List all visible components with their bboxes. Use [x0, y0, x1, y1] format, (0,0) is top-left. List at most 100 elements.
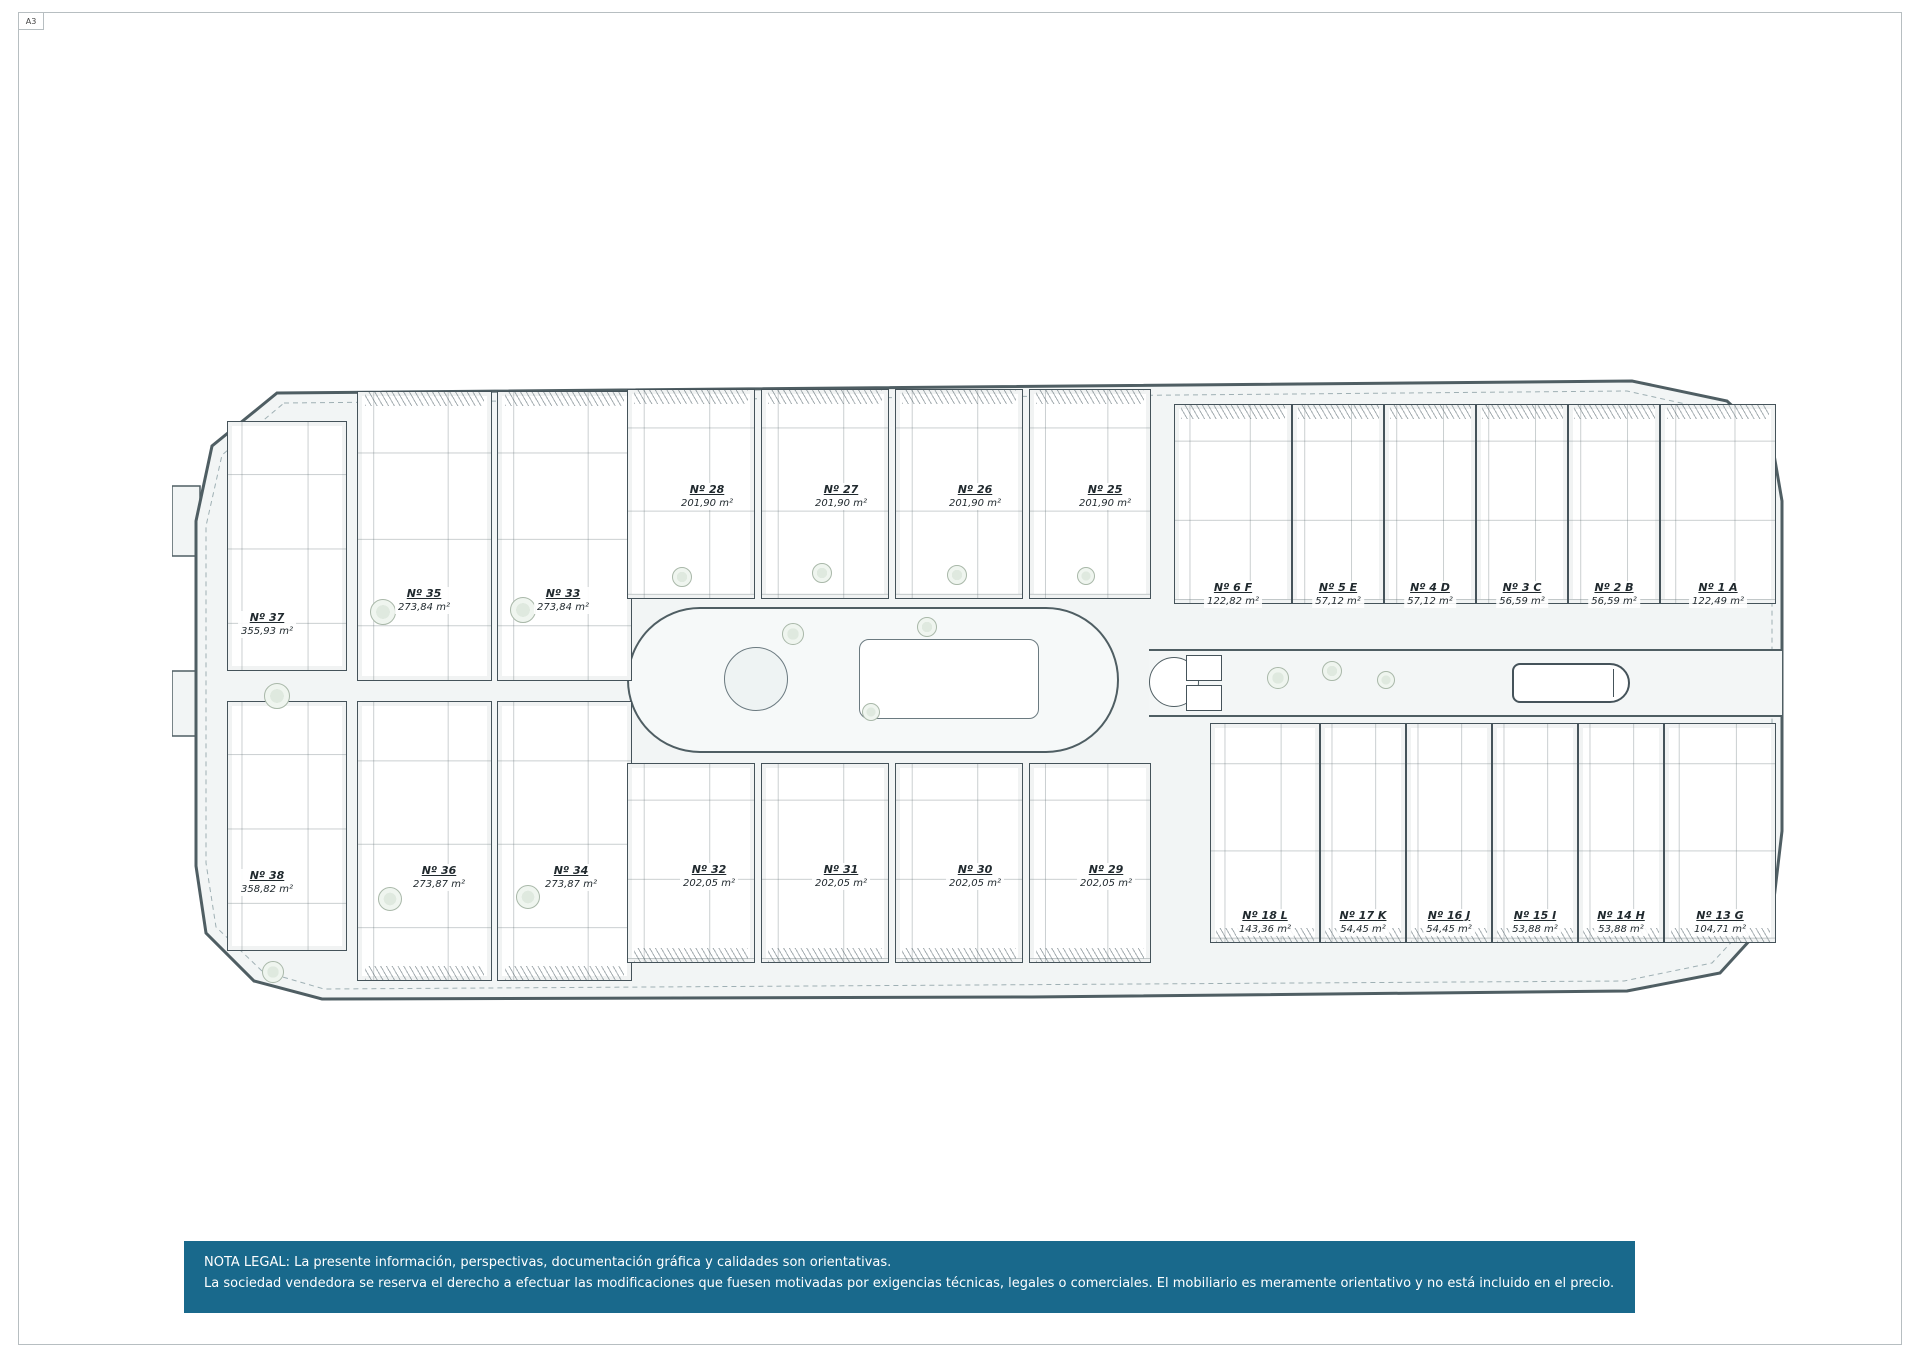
unit-number: Nº 18 L	[1242, 909, 1288, 922]
unit-label-17K: Nº 17 K 54,45 m²	[1336, 909, 1390, 937]
tree-icon	[1377, 671, 1395, 689]
unit-number: Nº 31	[823, 863, 859, 876]
unit-area: 57,12 m²	[1407, 596, 1453, 608]
unit-area: 202,05 m²	[683, 878, 735, 890]
unit-block-36	[357, 701, 492, 981]
access-road	[1149, 649, 1782, 717]
unit-block-33	[497, 391, 632, 681]
central-garden	[627, 607, 1119, 753]
unit-area: 202,05 m²	[1080, 878, 1132, 890]
unit-block-1A	[1660, 404, 1776, 604]
unit-label-14H: Nº 14 H 53,88 m²	[1594, 909, 1648, 937]
unit-label-35: Nº 35 273,84 m²	[395, 587, 453, 615]
unit-block-18L	[1210, 723, 1320, 943]
tree-icon	[947, 565, 967, 585]
unit-label-16J: Nº 16 J 54,45 m²	[1423, 909, 1475, 937]
unit-block-16J	[1406, 723, 1492, 943]
unit-area: 273,87 m²	[545, 879, 597, 891]
unit-number: Nº 1 A	[1698, 581, 1738, 594]
tree-icon	[1077, 567, 1095, 585]
unit-number: Nº 15 I	[1513, 909, 1557, 922]
unit-block-6F	[1174, 404, 1292, 604]
unit-label-5E: Nº 5 E 57,12 m²	[1312, 581, 1364, 609]
unit-label-28: Nº 28 201,90 m²	[678, 483, 736, 511]
sheet-frame	[18, 12, 1902, 1345]
unit-area: 53,88 m²	[1512, 924, 1558, 936]
unit-area: 54,45 m²	[1426, 924, 1472, 936]
unit-number: Nº 36	[421, 864, 457, 877]
unit-block-15I	[1492, 723, 1578, 943]
unit-block-2B	[1568, 404, 1660, 604]
unit-number: Nº 29	[1088, 863, 1124, 876]
unit-area: 273,87 m²	[413, 879, 465, 891]
unit-block-17K	[1320, 723, 1406, 943]
unit-label-29: Nº 29 202,05 m²	[1077, 863, 1135, 891]
unit-number: Nº 37	[249, 611, 285, 624]
unit-area: 56,59 m²	[1591, 596, 1637, 608]
unit-number: Nº 14 H	[1597, 909, 1645, 922]
tree-icon	[917, 617, 937, 637]
unit-number: Nº 30	[957, 863, 993, 876]
unit-number: Nº 3 C	[1502, 581, 1542, 594]
unit-number: Nº 6 F	[1213, 581, 1253, 594]
tree-icon	[1322, 661, 1342, 681]
plaza-circle	[724, 647, 788, 711]
tree-icon	[510, 597, 536, 623]
unit-area: 104,71 m²	[1694, 924, 1746, 936]
unit-area: 202,05 m²	[949, 878, 1001, 890]
sheet-format-label: A3	[18, 12, 44, 30]
unit-area: 201,90 m²	[815, 498, 867, 510]
unit-number: Nº 4 D	[1410, 581, 1450, 594]
unit-area: 56,59 m²	[1499, 596, 1545, 608]
unit-number: Nº 25	[1087, 483, 1123, 496]
unit-block-14H	[1578, 723, 1664, 943]
site-plan: Nº 37 355,93 m² Nº 38 358,82 m² Nº 35 27…	[172, 371, 1789, 1009]
unit-label-4D: Nº 4 D 57,12 m²	[1404, 581, 1456, 609]
tree-icon	[1267, 667, 1289, 689]
unit-number: Nº 16 J	[1427, 909, 1471, 922]
unit-block-3C	[1476, 404, 1568, 604]
unit-number: Nº 17 K	[1339, 909, 1387, 922]
unit-area: 122,49 m²	[1692, 596, 1744, 608]
unit-number: Nº 2 B	[1594, 581, 1634, 594]
unit-number: Nº 35	[406, 587, 442, 600]
unit-label-37: Nº 37 355,93 m²	[238, 611, 296, 639]
pool	[859, 639, 1039, 719]
unit-area: 358,82 m²	[241, 884, 293, 896]
unit-number: Nº 34	[553, 864, 589, 877]
unit-label-3C: Nº 3 C 56,59 m²	[1496, 581, 1548, 609]
tree-icon	[812, 563, 832, 583]
tree-icon	[672, 567, 692, 587]
unit-label-15I: Nº 15 I 53,88 m²	[1509, 909, 1561, 937]
unit-label-32: Nº 32 202,05 m²	[680, 863, 738, 891]
unit-number: Nº 33	[545, 587, 581, 600]
tree-icon	[516, 885, 540, 909]
legal-note-line-2: La sociedad vendedora se reserva el dere…	[204, 1275, 1615, 1291]
unit-block-38	[227, 701, 347, 951]
unit-area: 122,82 m²	[1207, 596, 1259, 608]
unit-label-33: Nº 33 273,84 m²	[534, 587, 592, 615]
tree-icon	[264, 683, 290, 709]
legal-note-line-1: NOTA LEGAL: La presente información, per…	[204, 1255, 892, 1270]
tree-icon	[378, 887, 402, 911]
unit-label-30: Nº 30 202,05 m²	[946, 863, 1004, 891]
unit-block-34	[497, 701, 632, 981]
unit-label-2B: Nº 2 B 56,59 m²	[1588, 581, 1640, 609]
unit-area: 273,84 m²	[537, 602, 589, 614]
unit-label-38: Nº 38 358,82 m²	[238, 869, 296, 897]
tree-icon	[262, 961, 284, 983]
tree-icon	[782, 623, 804, 645]
utility-box	[1186, 655, 1222, 681]
unit-block-4D	[1384, 404, 1476, 604]
tree-icon	[862, 703, 880, 721]
unit-number: Nº 32	[691, 863, 727, 876]
tree-icon	[370, 599, 396, 625]
unit-area: 201,90 m²	[1079, 498, 1131, 510]
unit-number: Nº 27	[823, 483, 859, 496]
unit-area: 57,12 m²	[1315, 596, 1361, 608]
unit-block-35	[357, 391, 492, 681]
unit-number: Nº 26	[957, 483, 993, 496]
unit-area: 201,90 m²	[949, 498, 1001, 510]
unit-label-27: Nº 27 201,90 m²	[812, 483, 870, 511]
unit-label-26: Nº 26 201,90 m²	[946, 483, 1004, 511]
